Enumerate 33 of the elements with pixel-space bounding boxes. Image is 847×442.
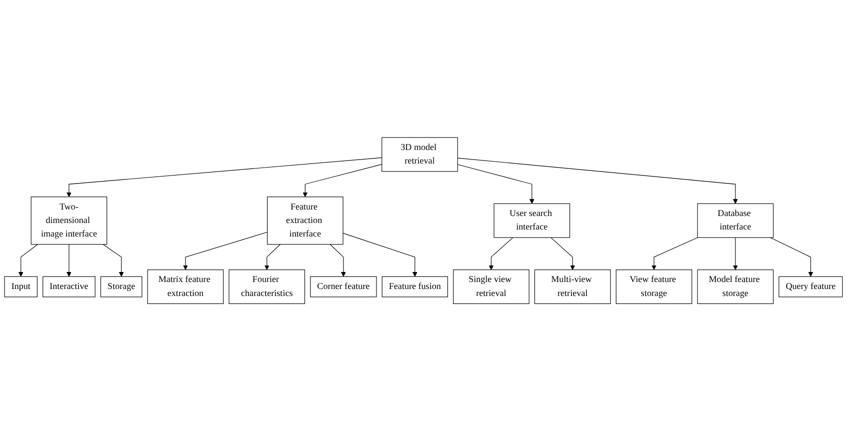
node-box: Fourier characteristics bbox=[228, 270, 306, 304]
arrow bbox=[264, 244, 280, 270]
arrow bbox=[652, 238, 698, 270]
node-box: Two-dimensional image interface bbox=[30, 196, 108, 246]
node-box: Database interface bbox=[697, 204, 774, 238]
node-box: Input bbox=[4, 276, 38, 298]
node-box: View feature storage bbox=[616, 270, 692, 304]
node-box: Query feature bbox=[778, 276, 843, 298]
node-box: Feature extraction interface bbox=[267, 196, 344, 246]
node-box: User search interface bbox=[494, 204, 570, 238]
node-box: Feature fusion bbox=[382, 276, 448, 298]
node-box: Interactive bbox=[42, 276, 96, 298]
arrow bbox=[457, 158, 738, 204]
arrow bbox=[342, 233, 418, 278]
node-box: Corner feature bbox=[310, 276, 377, 298]
arrow bbox=[330, 244, 346, 278]
arrow bbox=[732, 238, 738, 270]
arrow bbox=[66, 244, 72, 278]
node-box: Model feature storage bbox=[697, 270, 774, 304]
node-box: 3D model retrieval bbox=[382, 138, 458, 172]
arrow bbox=[770, 238, 814, 278]
arrow bbox=[183, 232, 268, 270]
arrow bbox=[457, 164, 534, 204]
node-box: Matrix feature extraction bbox=[147, 270, 224, 304]
arrow bbox=[302, 164, 382, 198]
node-box: Multi-view retrieval bbox=[534, 270, 611, 304]
arrow bbox=[488, 238, 514, 270]
arrow bbox=[550, 238, 576, 270]
arrow bbox=[18, 244, 38, 278]
node-box: Single view retrieval bbox=[453, 270, 530, 304]
node-box: Storage bbox=[100, 276, 142, 298]
arrow bbox=[102, 244, 124, 278]
arrow bbox=[66, 158, 382, 198]
